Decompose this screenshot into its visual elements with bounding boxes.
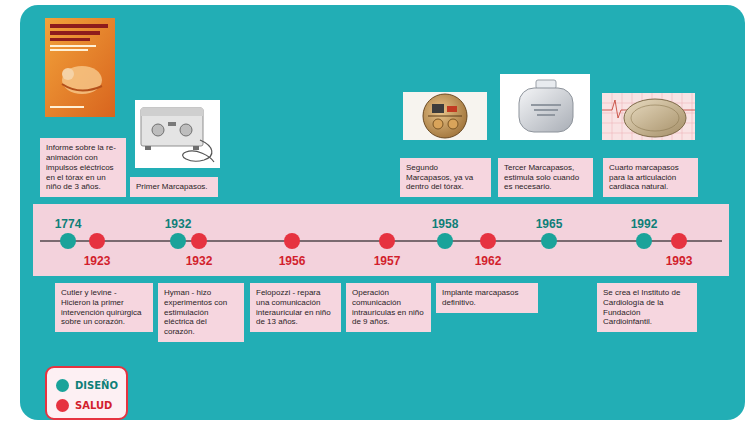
design-dot — [437, 233, 453, 249]
legend-entry: SALUD — [56, 395, 126, 415]
health-dot — [89, 233, 105, 249]
fourth-pacemaker-photo — [602, 93, 695, 140]
year-label: 1992 — [631, 217, 658, 231]
year-label: 1774 — [55, 217, 82, 231]
event-text: Primer Marcapasos. — [136, 182, 212, 192]
teal-panel — [20, 5, 745, 420]
health-dot — [379, 233, 395, 249]
first-pacemaker-photo — [135, 100, 220, 168]
event-text: Hyman - hizo experimentos con estimulaci… — [164, 288, 238, 337]
timeline-band — [33, 204, 729, 276]
health-dot — [191, 233, 207, 249]
health-dot — [284, 233, 300, 249]
year-label: 1993 — [666, 254, 693, 268]
year-label: 1923 — [84, 254, 111, 268]
design-dot — [60, 233, 76, 249]
timeline-dots — [60, 233, 687, 249]
design-dot — [636, 233, 652, 249]
legend-swatch — [56, 379, 69, 392]
event-text: Informe sobre la re-animación con impuls… — [46, 143, 120, 192]
third-pacemaker-photo — [500, 74, 590, 140]
year-label-holder: 1932 — [165, 214, 192, 232]
year-label: 1958 — [432, 217, 459, 231]
year-label: 1956 — [279, 254, 306, 268]
health-dot — [480, 233, 496, 249]
event-box: Implante marcapasos definitivo. — [436, 283, 538, 313]
event-box: Cutler y levine - Hicieron la primer int… — [55, 283, 153, 332]
event-box: Segundo Marcapasos, ya va dentro del tór… — [400, 158, 491, 197]
event-box: Felopozzi - repara una comunicación inte… — [250, 283, 341, 332]
event-box: Informe sobre la re-animación con impuls… — [40, 138, 126, 197]
event-text: Cuarto marcapasos para la articulación c… — [609, 163, 692, 192]
year-label-holder: 1993 — [666, 251, 693, 269]
health-dot — [671, 233, 687, 249]
year-label-holder: 1923 — [84, 251, 111, 269]
year-label-holder: 1774 — [55, 214, 82, 232]
legend-text: DISEÑO — [75, 380, 118, 391]
event-box: Cuarto marcapasos para la articulación c… — [603, 158, 698, 197]
year-label: 1962 — [475, 254, 502, 268]
year-label-holder: 1962 — [475, 251, 502, 269]
year-label-holder: 1992 — [631, 214, 658, 232]
event-box: Primer Marcapasos. — [130, 177, 218, 197]
book-cover — [45, 18, 115, 117]
year-label-holder: 1958 — [432, 214, 459, 232]
year-label-holder: 1956 — [279, 251, 306, 269]
second-pacemaker-photo — [403, 92, 487, 140]
legend-entry: DISEÑO — [56, 375, 126, 395]
year-label: 1932 — [165, 217, 192, 231]
event-box: Hyman - hizo experimentos con estimulaci… — [158, 283, 244, 342]
event-box: Operación comunicación intrauriculas en … — [346, 283, 431, 332]
event-box: Tercer Marcapasos, estimula solo cuando … — [498, 158, 593, 197]
year-label-holder: 1957 — [374, 251, 401, 269]
event-box: Se crea el Instituto de Cardiología de l… — [597, 283, 697, 332]
year-label: 1957 — [374, 254, 401, 268]
event-text: Cutler y levine - Hicieron la primer int… — [61, 288, 147, 327]
event-text: Tercer Marcapasos, estimula solo cuando … — [504, 163, 587, 192]
event-text: Se crea el Instituto de Cardiología de l… — [603, 288, 691, 327]
legend-box: DISEÑO SALUD — [45, 366, 128, 420]
design-dot — [170, 233, 186, 249]
year-label: 1965 — [536, 217, 563, 231]
year-label-holder: 1965 — [536, 214, 563, 232]
legend-text: SALUD — [75, 400, 112, 411]
year-label-holder: 1932 — [186, 251, 213, 269]
design-dot — [541, 233, 557, 249]
event-text: Felopozzi - repara una comunicación inte… — [256, 288, 335, 327]
event-text: Implante marcapasos definitivo. — [442, 288, 532, 308]
event-text: Operación comunicación intrauriculas en … — [352, 288, 425, 327]
event-text: Segundo Marcapasos, ya va dentro del tór… — [406, 163, 485, 192]
legend-swatch — [56, 399, 69, 412]
year-label: 1932 — [186, 254, 213, 268]
